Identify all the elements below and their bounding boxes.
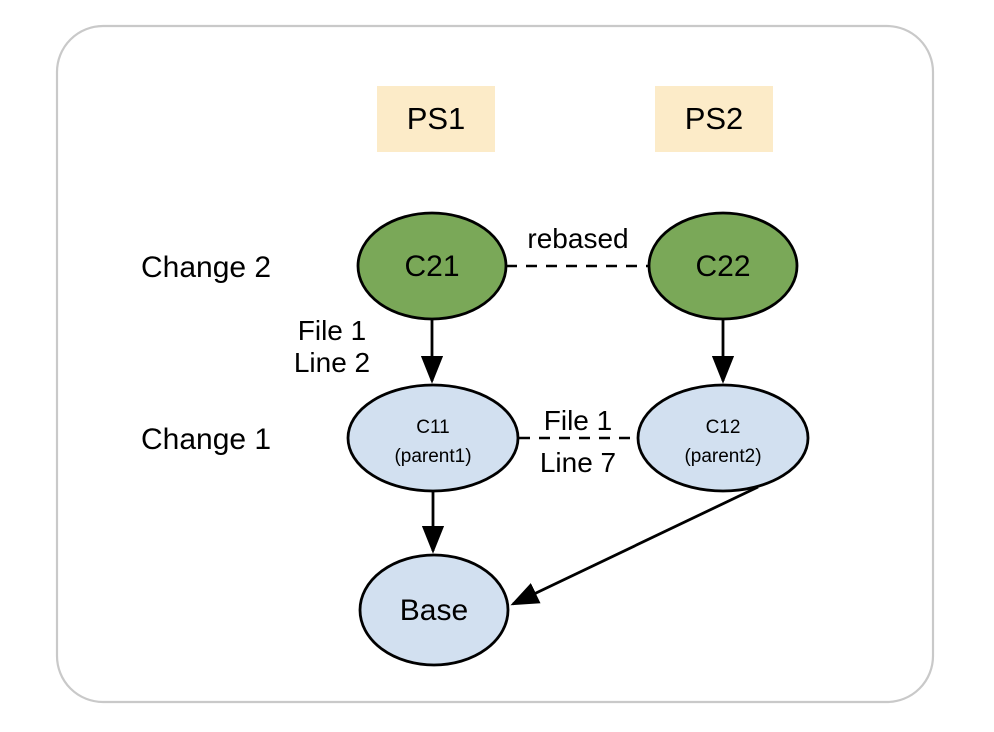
node-c11[interactable] — [346, 383, 520, 493]
node-c22[interactable] — [647, 211, 799, 321]
node-c22-label: C22 — [695, 250, 750, 283]
edge-label-file1-line2-top: File 1 — [298, 315, 366, 346]
node-c11-sublabel: (parent1) — [394, 446, 471, 467]
edge-label-rebased: rebased — [527, 223, 628, 254]
edge-label-file1-line7-bottom: Line 7 — [540, 447, 616, 478]
node-base[interactable] — [358, 553, 510, 667]
edge-label-file1-line2-bottom: Line 2 — [294, 347, 370, 378]
node-base-label: Base — [400, 594, 468, 627]
node-c11-label: C11 — [416, 417, 449, 438]
node-c21[interactable] — [356, 211, 508, 321]
node-c12-sublabel: (parent2) — [684, 446, 761, 467]
diagram-frame — [55, 24, 935, 704]
ps2-box — [655, 86, 773, 152]
row-label-change1: Change 1 — [141, 423, 271, 456]
ps1-label: PS1 — [407, 101, 466, 136]
edge-label-file1-line7-top: File 1 — [544, 405, 612, 436]
ps1-box — [377, 86, 495, 152]
row-label-change2: Change 2 — [141, 251, 271, 284]
node-c12[interactable] — [636, 383, 810, 493]
ps2-label: PS2 — [685, 101, 744, 136]
edge-c12-base-arrow — [510, 485, 759, 606]
node-c12-label: C12 — [706, 417, 741, 438]
node-c21-label: C21 — [404, 250, 459, 283]
